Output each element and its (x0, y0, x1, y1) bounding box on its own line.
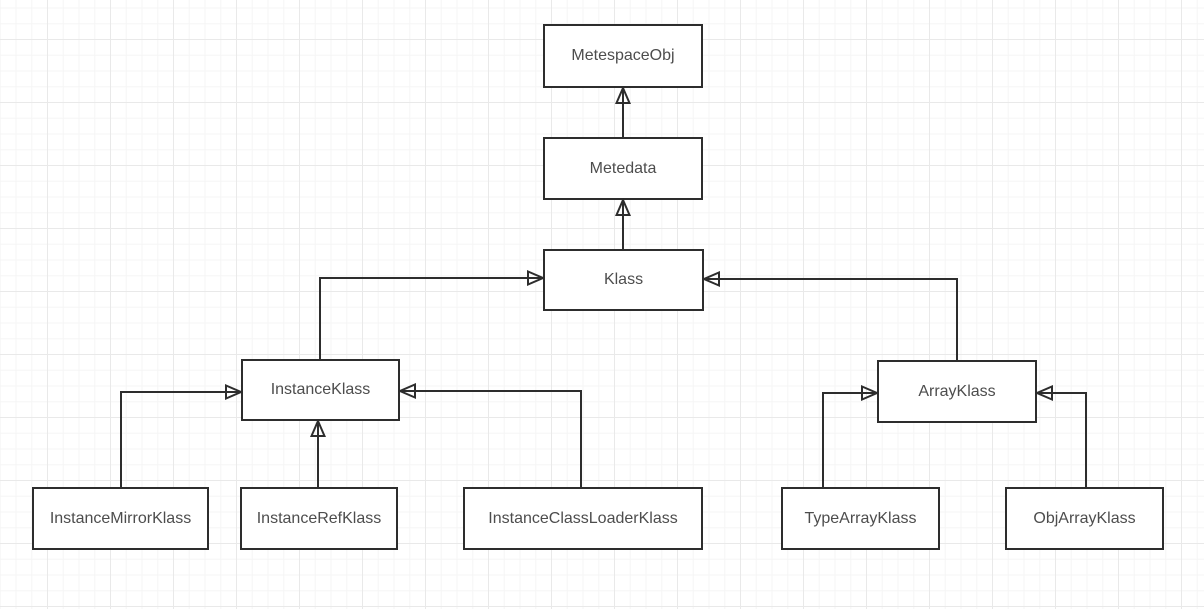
node-type-array-klass[interactable]: TypeArrayKlass (781, 487, 940, 550)
node-instance-class-loader-klass[interactable]: InstanceClassLoaderKlass (463, 487, 703, 550)
node-label: InstanceRefKlass (256, 509, 382, 527)
node-metedata[interactable]: Metedata (543, 137, 703, 200)
node-metespace-obj[interactable]: MetespaceObj (543, 24, 703, 88)
edge-instance-mirror-klass-to-instance-klass (120, 392, 241, 487)
node-label: TypeArrayKlass (804, 509, 917, 527)
edge-instance-klass-to-klass (319, 278, 543, 359)
node-obj-array-klass[interactable]: ObjArrayKlass (1005, 487, 1164, 550)
node-instance-ref-klass[interactable]: InstanceRefKlass (240, 487, 398, 550)
node-instance-mirror-klass[interactable]: InstanceMirrorKlass (32, 487, 209, 550)
node-label: InstanceKlass (270, 381, 371, 398)
node-klass[interactable]: Klass (543, 249, 704, 311)
node-label: ArrayKlass (918, 382, 996, 400)
node-label: Metedata (589, 159, 657, 177)
node-label: Klass (603, 271, 644, 288)
edge-instance-class-loader-klass-to-instance-klass (400, 391, 582, 487)
node-label: ObjArrayKlass (1033, 509, 1136, 527)
node-label: MetespaceObj (571, 47, 675, 64)
edge-type-array-klass-to-array-klass (822, 393, 877, 487)
edge-obj-array-klass-to-array-klass (1037, 393, 1087, 487)
node-label: InstanceMirrorKlass (49, 509, 192, 527)
node-array-klass[interactable]: ArrayKlass (877, 360, 1037, 423)
node-label: InstanceClassLoaderKlass (488, 509, 678, 527)
node-instance-klass[interactable]: InstanceKlass (241, 359, 400, 421)
edge-array-klass-to-klass (704, 279, 958, 360)
